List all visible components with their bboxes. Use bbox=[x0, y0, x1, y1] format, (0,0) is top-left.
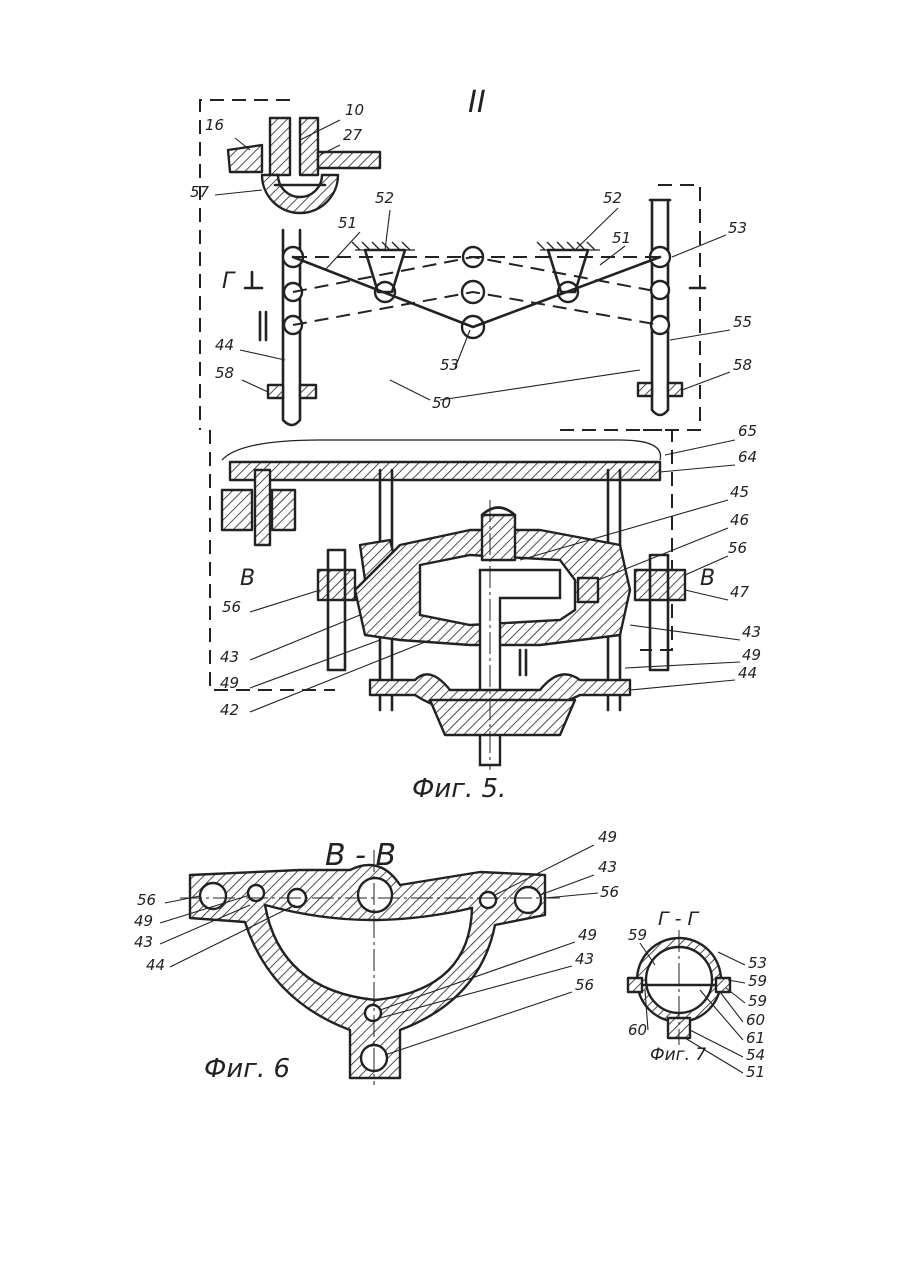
fig6-hole-49-bottom bbox=[365, 1005, 381, 1021]
label-49-right: 49 bbox=[742, 646, 761, 664]
right-rod-55 bbox=[652, 200, 668, 415]
fig7-end-left bbox=[628, 978, 642, 992]
label-44-right: 44 bbox=[738, 664, 757, 682]
label-64: 64 bbox=[738, 448, 757, 466]
fig6-label-56-right: 56 bbox=[600, 883, 619, 901]
fig7-label-59-b: 59 bbox=[748, 992, 767, 1010]
label-51-left: 51 bbox=[338, 214, 357, 232]
section-mark-g: Г bbox=[222, 269, 236, 294]
fig7-label-59-a: 59 bbox=[748, 972, 767, 990]
fig7-label-51: 51 bbox=[746, 1063, 765, 1081]
label-57: 57 bbox=[190, 183, 210, 201]
fig6-drawing: В - В bbox=[180, 838, 560, 1085]
label-52-right: 52 bbox=[603, 189, 622, 207]
label-10: 10 bbox=[345, 101, 364, 119]
bolt-56-right-head bbox=[635, 570, 685, 600]
label-46: 46 bbox=[730, 511, 749, 529]
guide-58-left bbox=[268, 385, 283, 398]
label-55: 55 bbox=[733, 313, 752, 331]
part-57-housing bbox=[262, 175, 338, 213]
fig5-caption: Фиг. 5. bbox=[412, 774, 506, 804]
fig7-label-60-left: 60 bbox=[628, 1021, 647, 1039]
fig6-hole-49-left bbox=[248, 885, 264, 901]
fig6-label-43-mid: 43 bbox=[575, 950, 594, 968]
label-50: 50 bbox=[432, 394, 451, 412]
cover-65-outline bbox=[222, 440, 661, 460]
part-46-pin bbox=[578, 578, 598, 602]
label-43-right: 43 bbox=[742, 623, 761, 641]
fig7-caption: Фиг. 7 bbox=[650, 1045, 706, 1065]
label-58-left: 58 bbox=[215, 364, 234, 382]
label-56-left: 56 bbox=[222, 598, 241, 616]
section-mark-g-left bbox=[245, 272, 262, 288]
label-43-left: 43 bbox=[220, 648, 239, 666]
fig6-label-49-top: 49 bbox=[598, 828, 617, 846]
label-27: 27 bbox=[343, 126, 363, 144]
bolt-56-left-stem bbox=[328, 550, 345, 670]
label-58-right: 58 bbox=[733, 356, 752, 374]
part-10-rod bbox=[270, 118, 290, 175]
part-10-rod-right bbox=[300, 118, 318, 175]
label-47: 47 bbox=[730, 583, 750, 601]
bolt-56-left-head bbox=[318, 570, 355, 600]
label-52-left: 52 bbox=[375, 189, 394, 207]
bolt-top bbox=[482, 515, 515, 560]
fig6-label-56-bottom: 56 bbox=[575, 976, 594, 994]
fig6-hole-56-left bbox=[200, 883, 226, 909]
label-44: 44 bbox=[215, 336, 234, 354]
section-mark-v-right: В bbox=[700, 566, 715, 591]
pivot-right-mid bbox=[651, 281, 669, 299]
fig6-label-44: 44 bbox=[146, 956, 165, 974]
pivot-right-low bbox=[651, 316, 669, 334]
fig6-hole-center bbox=[358, 878, 392, 912]
label-53-top: 53 bbox=[728, 219, 747, 237]
label-56-right: 56 bbox=[728, 539, 747, 557]
fig6-label-43-left: 43 bbox=[134, 933, 153, 951]
fig7-label-54: 54 bbox=[746, 1046, 765, 1064]
label-65: 65 bbox=[738, 422, 757, 440]
left-spring-column bbox=[255, 470, 270, 545]
fig7-section-title: Г - Г bbox=[658, 908, 700, 930]
label-49-left: 49 bbox=[220, 674, 239, 692]
label-16: 16 bbox=[205, 116, 224, 134]
fig6-hole-49-right bbox=[480, 892, 496, 908]
bracket-42-foot bbox=[430, 700, 575, 735]
fig7-label-61: 61 bbox=[746, 1029, 765, 1047]
left-spring-block-left bbox=[222, 490, 252, 530]
section-mark-v-left: В bbox=[240, 566, 255, 591]
fig7-label-53: 53 bbox=[748, 954, 767, 972]
fig6-caption: Фиг. 6 bbox=[204, 1054, 290, 1084]
guide-58-right bbox=[638, 383, 652, 396]
fig6-label-49-mid: 49 bbox=[578, 926, 597, 944]
fig6-hole-56-right bbox=[515, 887, 541, 913]
fig5-drawing bbox=[200, 100, 705, 770]
fig7-label-59-left: 59 bbox=[628, 926, 647, 944]
plate-64 bbox=[230, 462, 660, 480]
label-42: 42 bbox=[220, 701, 239, 719]
label-45: 45 bbox=[730, 483, 749, 501]
fig6-label-43-top: 43 bbox=[598, 858, 617, 876]
fig7-label-60-right: 60 bbox=[746, 1011, 765, 1029]
left-spring-block-right bbox=[272, 490, 295, 530]
sheet-mark: II bbox=[468, 85, 486, 120]
fig6-label-49-left: 49 bbox=[134, 912, 153, 930]
part-27-plate bbox=[318, 152, 380, 168]
fig6-label-56-left: 56 bbox=[137, 891, 156, 909]
label-51-right: 51 bbox=[612, 229, 631, 247]
part-16-block bbox=[228, 145, 262, 172]
